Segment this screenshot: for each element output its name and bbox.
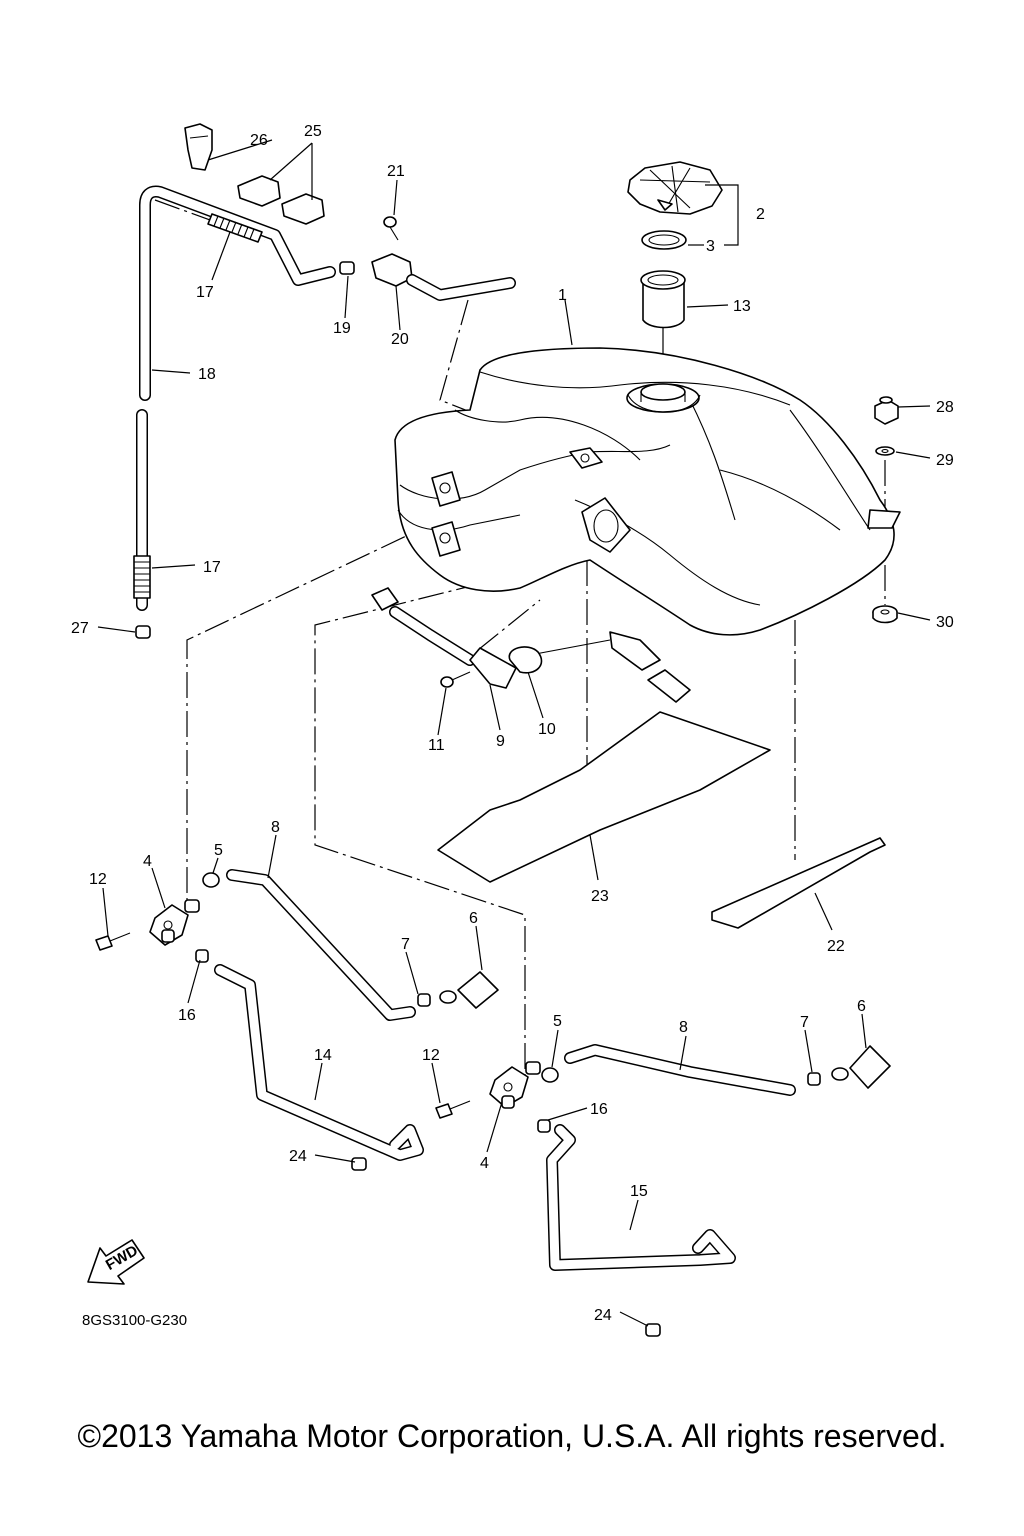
leader-lines (97, 139, 931, 1327)
callout-1: 1 (558, 287, 567, 304)
callout-12: 12 (422, 1047, 440, 1064)
callout-26: 26 (250, 132, 268, 149)
callout-24: 24 (594, 1307, 612, 1324)
callout-12: 12 (89, 871, 107, 888)
callout-5: 5 (553, 1013, 562, 1030)
fuel-cock-right (489, 1061, 541, 1109)
fuel-filter-right (831, 1045, 891, 1089)
assembly-lines (154, 199, 886, 1075)
copyright-notice: ©2013 Yamaha Motor Corporation, U.S.A. A… (77, 1418, 947, 1454)
joint-5-right (541, 1067, 559, 1083)
screw-21 (383, 216, 399, 241)
tank-pad-23 (437, 711, 771, 883)
callout-6: 6 (857, 998, 866, 1015)
callout-15: 15 (630, 1183, 648, 1200)
callout-7: 7 (401, 936, 410, 953)
hose-8-right (564, 1044, 796, 1096)
bolt-12-left (95, 932, 131, 951)
drawing-code: 8GS3100-G230 (82, 1312, 187, 1329)
bolt-12-right (435, 1100, 471, 1119)
joint-5-left (202, 872, 220, 888)
clamp-16-left (195, 949, 209, 963)
callout-11: 11 (428, 737, 445, 754)
callout-labels: 1 2 3 4 4 5 5 6 6 7 7 8 8 9 10 11 12 12 … (71, 123, 954, 1324)
callout-8: 8 (271, 819, 280, 836)
callout-8: 8 (679, 1019, 688, 1036)
clamp-7-right (807, 1072, 821, 1086)
fuel-tank (394, 347, 901, 636)
callout-18: 18 (198, 366, 216, 383)
callout-21: 21 (387, 163, 405, 180)
callout-5: 5 (214, 842, 223, 859)
callout-17: 17 (196, 284, 214, 301)
callout-28: 28 (936, 399, 954, 416)
callout-6: 6 (469, 910, 478, 927)
fuel-filter-left (439, 971, 499, 1009)
callout-29: 29 (936, 452, 954, 469)
clamp-16-right (537, 1119, 551, 1133)
callout-3: 3 (706, 238, 715, 255)
callout-4: 4 (480, 1155, 489, 1172)
sender-screw (440, 671, 471, 688)
clip-26 (184, 123, 213, 171)
fwd-arrow-icon: FWD (87, 1239, 145, 1285)
callout-14: 14 (314, 1047, 332, 1064)
hose-clamp-27 (135, 625, 151, 639)
callout-20: 20 (391, 331, 409, 348)
callout-16: 16 (178, 1007, 196, 1024)
callout-30: 30 (936, 614, 954, 631)
washer (875, 446, 895, 456)
breather-joint (371, 253, 516, 301)
hose-holder-25 (237, 175, 325, 225)
callout-4: 4 (143, 853, 152, 870)
fuel-cock-left (149, 899, 200, 946)
callout-23: 23 (591, 888, 609, 905)
callout-22: 22 (827, 938, 845, 955)
clamp-24-left (351, 1157, 367, 1171)
callout-9: 9 (496, 733, 505, 750)
breather-hose (133, 185, 336, 611)
callout-24: 24 (289, 1148, 307, 1165)
hose-protector-lower (133, 555, 151, 599)
callout-16: 16 (590, 1101, 608, 1118)
callout-19: 19 (333, 320, 351, 337)
clamp-7-left (417, 993, 431, 1007)
fuel-sender-unit (371, 587, 691, 703)
callout-25: 25 (304, 123, 322, 140)
callout-2: 2 (756, 206, 765, 223)
fuel-strainer (640, 270, 686, 329)
callout-13: 13 (733, 298, 751, 315)
damper (872, 605, 898, 624)
fuel-cap (627, 161, 723, 215)
hose-14 (214, 964, 424, 1161)
hose-clamp-19 (339, 261, 355, 275)
callout-7: 7 (800, 1014, 809, 1031)
callout-17: 17 (203, 559, 221, 576)
hose-15 (546, 1124, 736, 1271)
callout-27: 27 (71, 620, 89, 637)
tank-pad-22 (711, 837, 886, 929)
hose-8-left (226, 869, 416, 1021)
callout-10: 10 (538, 721, 556, 738)
clamp-24-right (645, 1323, 661, 1337)
hose-protector-upper (207, 213, 263, 243)
cap-gasket (641, 230, 687, 250)
tank-bolt (874, 396, 899, 425)
